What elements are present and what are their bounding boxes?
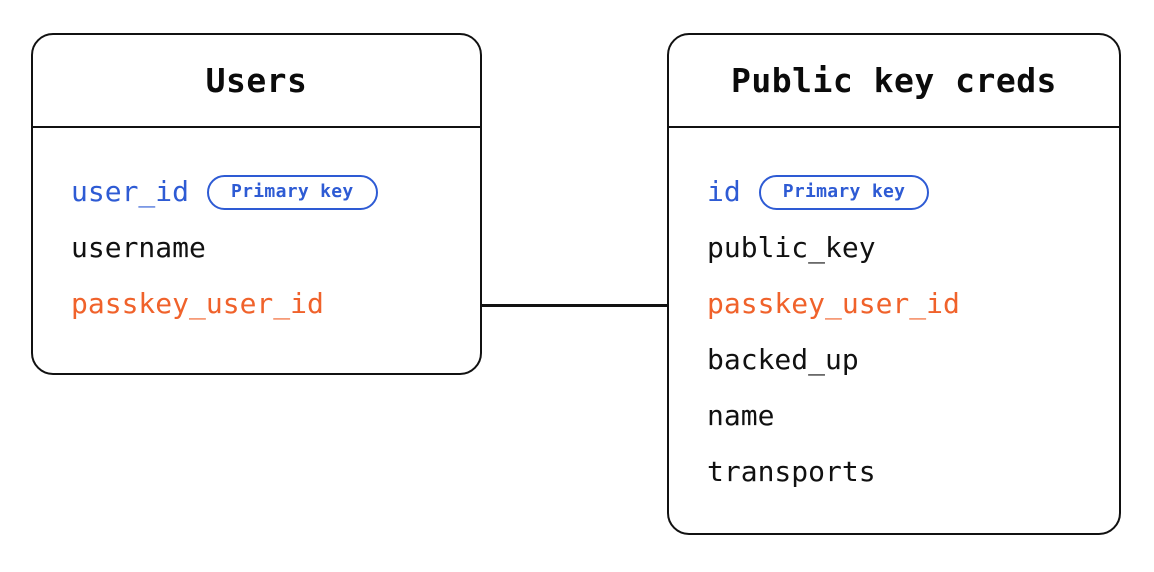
field-name-public-key: public_key (707, 231, 876, 264)
field-name-passkey-user-id: passkey_user_id (707, 287, 960, 320)
field-name-transports: transports (707, 455, 876, 488)
field-row[interactable]: id Primary key (707, 164, 1119, 220)
primary-key-badge-label: Primary key (231, 181, 354, 202)
field-row[interactable]: name (707, 388, 1119, 444)
field-row[interactable]: backed_up (707, 332, 1119, 388)
entity-public-key-creds[interactable]: Public key creds id Primary key public_k… (667, 33, 1121, 535)
primary-key-badge: Primary key (207, 174, 378, 210)
field-row[interactable]: public_key (707, 220, 1119, 276)
entity-users-title: Users (205, 61, 308, 100)
field-name-passkey-user-id: passkey_user_id (71, 287, 324, 320)
primary-key-badge: Primary key (758, 174, 930, 210)
entity-public-key-creds-header: Public key creds (669, 35, 1119, 128)
field-name-id: id (707, 175, 741, 208)
relationship-connector-passkey-user-id (481, 304, 669, 307)
field-name-username: username (71, 231, 206, 264)
field-row[interactable]: passkey_user_id (71, 276, 480, 332)
primary-key-badge-label: Primary key (782, 181, 906, 202)
entity-public-key-creds-field-list: id Primary key public_key passkey_user_i… (669, 126, 1119, 533)
field-name-name: name (707, 399, 775, 432)
field-row[interactable]: username (71, 220, 480, 276)
field-row[interactable]: user_id Primary key (71, 164, 480, 220)
entity-users-field-list: user_id Primary key username passkey_use… (33, 126, 480, 373)
field-row[interactable]: transports (707, 444, 1119, 500)
entity-public-key-creds-title: Public key creds (731, 61, 1057, 100)
field-name-user-id: user_id (71, 175, 190, 208)
field-name-backed-up: backed_up (707, 343, 859, 376)
entity-users-header: Users (33, 35, 480, 128)
field-row[interactable]: passkey_user_id (707, 276, 1119, 332)
entity-users[interactable]: Users user_id Primary key username passk… (31, 33, 482, 375)
